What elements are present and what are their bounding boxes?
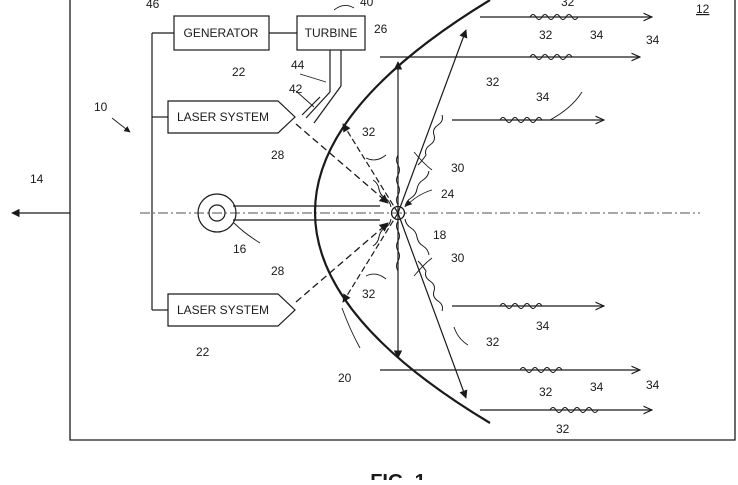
ref-14: 14 xyxy=(30,172,44,186)
enclosure-frame xyxy=(69,0,736,441)
ref-32-d: 32 xyxy=(362,125,376,139)
ref-42: 42 xyxy=(289,82,303,96)
ref-32-f: 32 xyxy=(486,335,500,349)
ref-32-c: 32 xyxy=(486,75,500,89)
laser-beam-bottom xyxy=(295,222,389,303)
ref-10: 10 xyxy=(94,100,108,114)
ref-30-top: 30 xyxy=(451,161,465,175)
turbine-label: TURBINE xyxy=(305,26,358,40)
generator-label: GENERATOR xyxy=(184,26,259,40)
laser-system-top-label: LASER SYSTEM xyxy=(177,110,269,124)
turbine-box xyxy=(296,15,366,51)
ref-32-b: 32 xyxy=(539,28,553,42)
power-bus xyxy=(151,32,297,311)
ref-34-a: 34 xyxy=(646,33,660,47)
figure-caption: FIG. 1 xyxy=(370,471,426,480)
ref-32-g: 32 xyxy=(539,385,553,399)
ref-18: 18 xyxy=(433,228,447,242)
ref-34-b: 34 xyxy=(590,28,604,42)
reflector-dish xyxy=(314,0,491,424)
leader-lines xyxy=(111,5,583,349)
ref-40: 40 xyxy=(360,0,374,9)
particle-rays xyxy=(342,29,468,399)
ref-22-top: 22 xyxy=(232,65,246,79)
ref-44: 44 xyxy=(291,58,305,72)
laser-beam-top xyxy=(295,123,389,204)
ref-28-bottom: 28 xyxy=(271,264,285,278)
radiation-wiggles xyxy=(372,114,443,312)
ref-16: 16 xyxy=(233,242,247,256)
ref-20: 20 xyxy=(338,371,352,385)
laser-system-top xyxy=(167,100,296,134)
ref-46: 46 xyxy=(146,0,160,11)
turbine-duct xyxy=(301,50,342,124)
ref-34-c: 34 xyxy=(536,90,550,104)
ref-28-top: 28 xyxy=(271,148,285,162)
reflected-rays xyxy=(380,17,652,410)
ref-24: 24 xyxy=(441,187,455,201)
ref-34-d: 34 xyxy=(536,319,550,333)
ref-26: 26 xyxy=(374,22,388,36)
ref-32-h: 32 xyxy=(556,422,570,436)
ref-34-f: 34 xyxy=(646,378,660,392)
ref-32-a: 32 xyxy=(561,0,575,9)
laser-system-bottom xyxy=(167,293,296,327)
output-wiggles xyxy=(499,14,599,413)
ref-22-bottom: 22 xyxy=(196,345,210,359)
ref-34-e: 34 xyxy=(590,380,604,394)
laser-system-bottom-label: LASER SYSTEM xyxy=(177,303,269,317)
generator-box xyxy=(173,15,270,51)
feed-reservoir-inner xyxy=(208,204,226,222)
ref-32-e: 32 xyxy=(362,287,376,301)
feed-reservoir xyxy=(197,193,237,233)
ref-12: 12 xyxy=(696,2,710,16)
ref-30-bottom: 30 xyxy=(451,251,465,265)
